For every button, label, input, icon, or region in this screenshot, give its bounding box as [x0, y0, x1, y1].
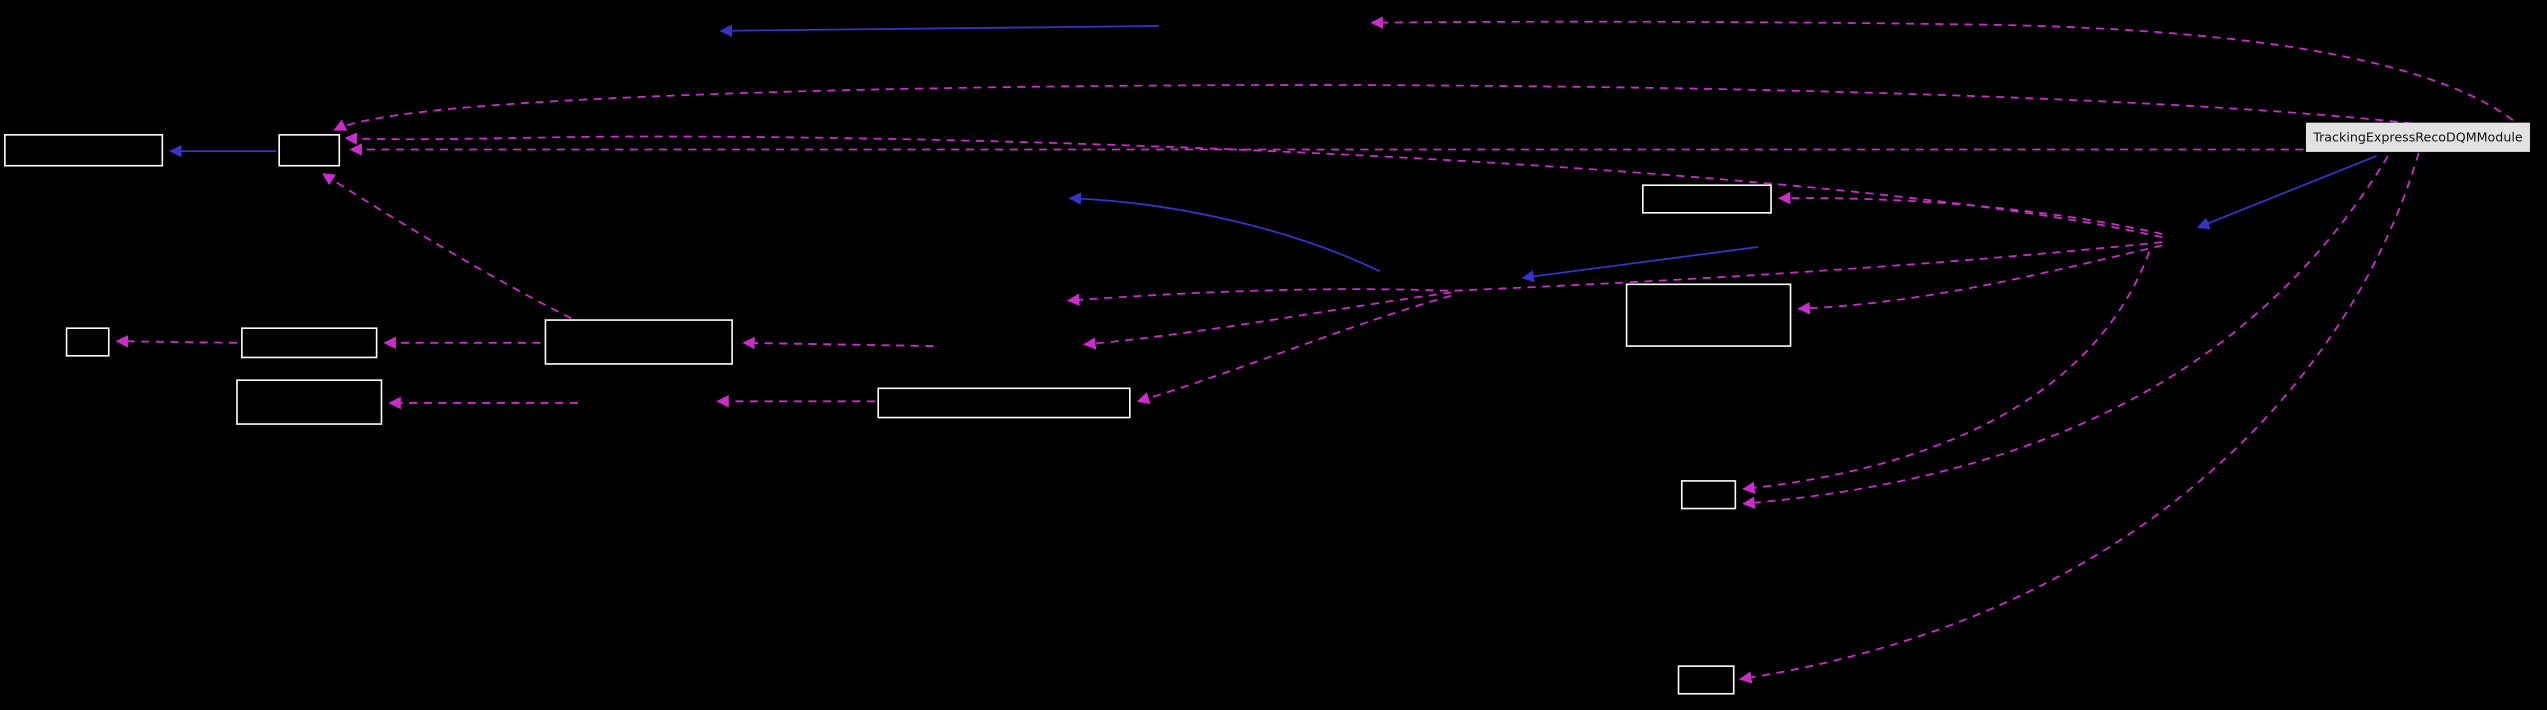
- graph-node-box[interactable]: [544, 319, 733, 365]
- dashed-dependency-edge: [115, 335, 238, 348]
- graph-node-k[interactable]: [1677, 665, 1735, 695]
- graph-node-box[interactable]: [278, 134, 341, 167]
- dashed-dependency-edge: [1742, 251, 2151, 495]
- dashed-dependency-edge: [1738, 152, 2420, 684]
- solid-dependency-edge: [719, 24, 1160, 37]
- graph-node-box[interactable]: [1625, 283, 1792, 347]
- graph-node-box[interactable]: [1677, 665, 1735, 695]
- graph-node-a[interactable]: [4, 134, 164, 167]
- graph-node-h[interactable]: [236, 379, 383, 425]
- graph-node-i[interactable]: [877, 387, 1131, 419]
- graph-node-g[interactable]: [544, 319, 733, 365]
- graph-node-j[interactable]: [1680, 480, 1737, 510]
- dashed-dependency-edge: [1742, 155, 2389, 509]
- graph-node-c[interactable]: [1641, 184, 1772, 214]
- solid-dependency-edge: [2196, 155, 2377, 230]
- dashed-dependency-edge: [1777, 191, 2163, 235]
- graph-node-b[interactable]: [278, 134, 341, 167]
- graph-node-trackingexpressrecodqmmodule[interactable]: TrackingExpressRecoDQMModule: [2305, 122, 2530, 152]
- graph-node-f[interactable]: [241, 327, 378, 359]
- dashed-dependency-edge: [321, 173, 572, 320]
- graph-node-box[interactable]: [877, 387, 1131, 419]
- graph-node-label: TrackingExpressRecoDQMModule: [2312, 131, 2522, 145]
- dashed-dependency-edge: [1083, 291, 1452, 350]
- graph-node-box[interactable]: [4, 134, 164, 167]
- graph-node-box[interactable]: [236, 379, 383, 425]
- dashed-dependency-edge: [344, 132, 2163, 239]
- dashed-dependency-edge: [742, 336, 934, 350]
- graph-node-box[interactable]: [241, 327, 378, 359]
- dashed-dependency-edge: [1797, 244, 2163, 315]
- graph-node-d[interactable]: [1625, 283, 1792, 347]
- graph-node-box[interactable]: [1680, 480, 1737, 510]
- solid-dependency-edge: [1068, 192, 1381, 273]
- graph-node-box[interactable]: [2305, 122, 2530, 152]
- dashed-dependency-edge: [1066, 241, 2163, 307]
- solid-dependency-edge: [1521, 246, 1759, 283]
- dashed-dependency-edge: [333, 84, 2413, 131]
- dashed-dependency-edge: [1370, 16, 2514, 121]
- graph-node-box[interactable]: [65, 327, 110, 357]
- dashed-dependency-edge: [1136, 294, 1452, 405]
- graph-node-box[interactable]: [1641, 184, 1772, 214]
- graph-node-e[interactable]: [65, 327, 110, 357]
